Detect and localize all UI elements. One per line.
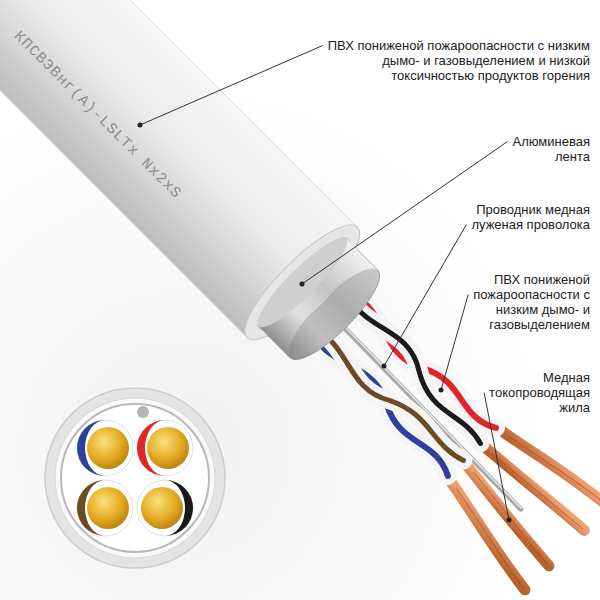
callout-text: Проводник медная луженая проволока xyxy=(471,202,590,232)
callout-label: Медная токопроводящая жила xyxy=(480,370,590,415)
leader-dot xyxy=(382,364,387,369)
leader-dot xyxy=(507,518,512,523)
callout-label: ПВХ пониженой пожароопасности с низким д… xyxy=(465,272,590,332)
callout-label: Алюминевая лента xyxy=(480,134,590,164)
leader-line xyxy=(484,393,509,521)
callout-text: Медная токопроводящая жила xyxy=(489,370,590,415)
leader-dot xyxy=(138,123,143,128)
leader-line xyxy=(441,295,468,391)
leader-dot xyxy=(439,388,444,393)
callout-label: ПВХ пониженой пожароопасности с низким д… xyxy=(325,38,590,83)
cross-section xyxy=(45,388,225,568)
leader-dot xyxy=(300,282,305,287)
callout-text: ПВХ пониженой пожароопасности с низким д… xyxy=(328,38,590,83)
callout-text: Алюминевая лента xyxy=(513,134,591,164)
callout-label: Проводник медная луженая проволока xyxy=(450,202,590,232)
leader-line xyxy=(140,46,323,126)
callout-text: ПВХ пониженой пожароопасности с низким д… xyxy=(473,272,590,332)
